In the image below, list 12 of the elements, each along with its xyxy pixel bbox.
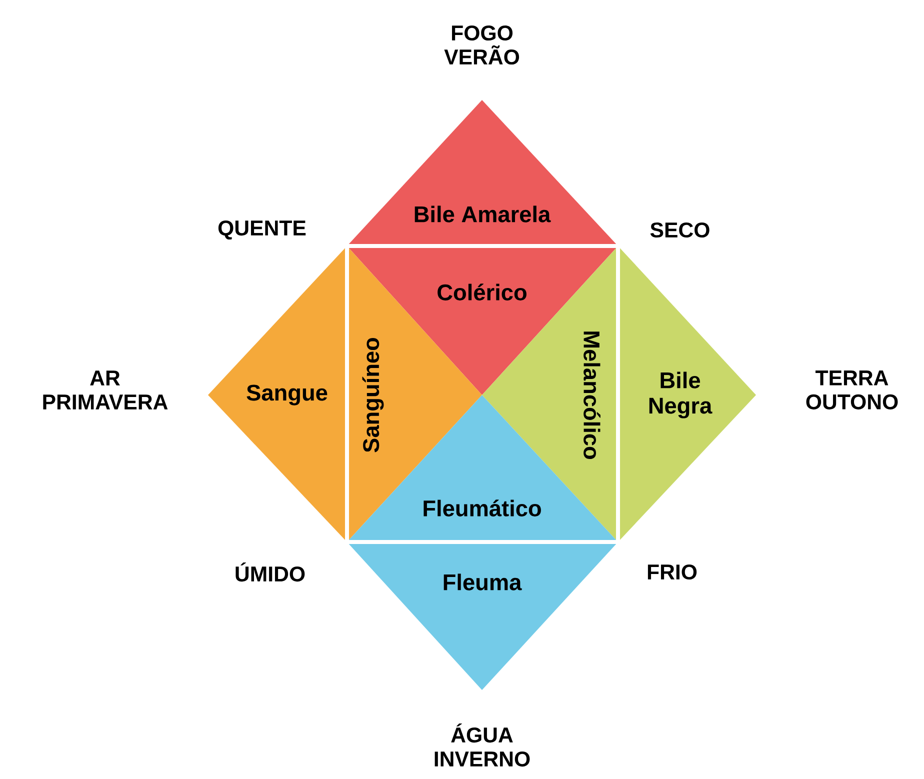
corner-label: TERRA OUTONO: [806, 370, 898, 410]
corner-label: ÁGUA INVERNO: [434, 723, 530, 767]
triangle-region: Bile Amarela: [347, 100, 618, 246]
corner-label: SECO: [650, 222, 710, 238]
triangle-region: Sangue: [208, 246, 347, 542]
corner-label: ÚMIDO: [236, 562, 305, 582]
triangle-region: Bile Negra: [618, 246, 756, 542]
corner-label: FOGO VERÃO: [444, 25, 520, 65]
triangle-region: Fleuma: [347, 542, 618, 690]
corner-label: FRIO: [648, 564, 697, 580]
corner-label: AR PRIMAVERA: [43, 370, 168, 410]
corner-label: QUENTE: [218, 220, 306, 240]
